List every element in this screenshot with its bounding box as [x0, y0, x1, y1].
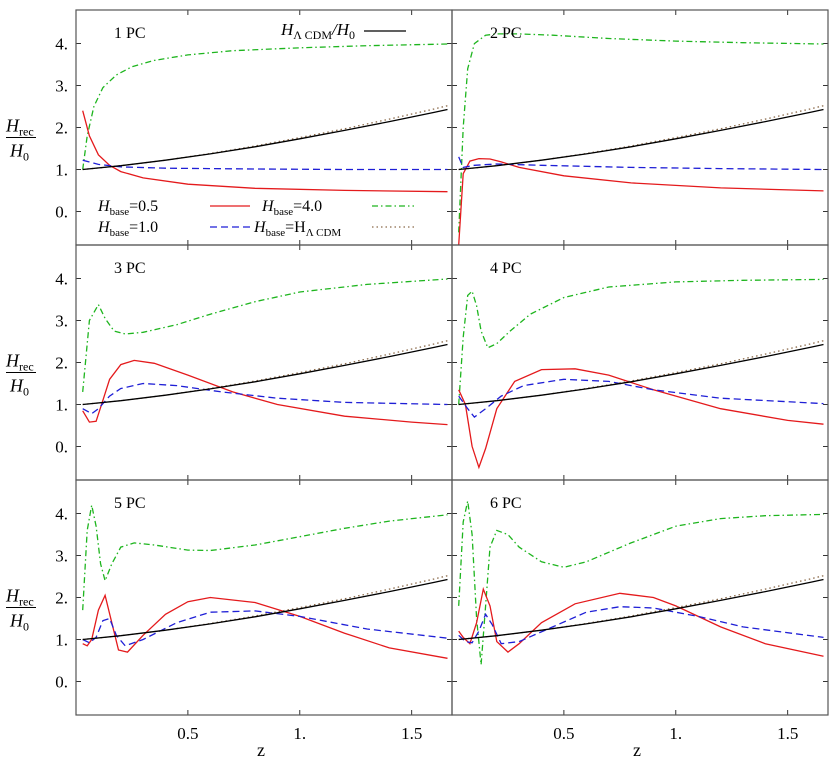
legend-label-hl: Hbase=HΛ CDM: [253, 219, 341, 239]
y-tick-label: 3.: [55, 77, 68, 96]
x-tick-label: 0.5: [553, 724, 574, 743]
x-axis-label: z: [257, 740, 265, 760]
y-tick-label: 3.: [55, 547, 68, 566]
legend-label-h10: Hbase=1.0: [97, 219, 158, 239]
series-line-h05: [458, 368, 824, 470]
panel-title: 6 PC: [490, 495, 522, 512]
y-tick-label: 2.: [55, 119, 68, 138]
series-line-lcdm: [458, 108, 824, 171]
y-label-numerator: Hrec: [5, 586, 34, 609]
series-group: [82, 43, 448, 193]
series-line-h05: [82, 110, 448, 193]
y-tick-label: 0.: [55, 202, 68, 221]
y-label-denominator: H0: [9, 611, 29, 634]
series-line-hl: [82, 340, 448, 406]
series-group: [458, 278, 824, 470]
legend-label-h05: Hbase=0.5: [97, 198, 158, 218]
y-tick-label: 4.: [55, 505, 68, 524]
y-label-numerator: Hrec: [5, 116, 34, 139]
series-line-h10: [82, 382, 448, 415]
series-line-h10: [458, 378, 824, 418]
panel-4: 4 PC: [451, 244, 829, 481]
series-line-h10: [82, 610, 448, 647]
series-line-h05: [458, 157, 824, 245]
legend-label-h40: Hbase=4.0: [261, 198, 322, 218]
panel-6: 0.5 1. 1.5 6 PC: [451, 479, 829, 743]
series-line-h10: [458, 606, 824, 645]
series-line-lcdm: [82, 343, 448, 406]
series-group: [82, 505, 448, 659]
panel-title: 1 PC: [114, 25, 146, 42]
series-group: [458, 33, 824, 245]
series-line-h40: [458, 500, 824, 665]
panel-frame: [451, 479, 829, 716]
series-line-lcdm: [458, 578, 824, 641]
series-line-lcdm: [458, 343, 824, 406]
series-line-hl: [458, 575, 824, 641]
panel-title: 2 PC: [490, 25, 522, 42]
x-axis-label: z: [633, 740, 641, 760]
panel-2: 2 PC: [451, 9, 829, 246]
x-tick-label: 1.: [293, 724, 306, 743]
x-tick-label: 1.: [669, 724, 682, 743]
y-label-denominator: H0: [9, 376, 29, 399]
series-line-hl: [82, 575, 448, 641]
y-tick-label: 4.: [55, 270, 68, 289]
series-line-h05: [82, 359, 448, 426]
panel-frame: [75, 479, 453, 716]
y-tick-label: 1.: [55, 160, 68, 179]
series-line-hl: [82, 105, 448, 171]
panel-title: 4 PC: [490, 260, 522, 277]
y-label-denominator: H0: [9, 141, 29, 164]
series-line-h40: [458, 278, 824, 405]
series-group: [458, 500, 824, 665]
series-line-h10: [458, 156, 824, 171]
x-tick-label: 0.5: [177, 724, 198, 743]
series-line-h40: [82, 505, 448, 611]
panel-frame: [75, 244, 453, 481]
panel-frame: [451, 9, 829, 246]
series-line-hl: [458, 105, 824, 171]
x-tick-label: 1.5: [777, 724, 798, 743]
y-tick-label: 1.: [55, 630, 68, 649]
y-tick-label: 0.: [55, 437, 68, 456]
y-tick-label: 2.: [55, 589, 68, 608]
series-line-h05: [82, 593, 448, 659]
series-line-h10: [82, 159, 448, 171]
panel-title: 5 PC: [114, 495, 146, 512]
y-tick-label: 0.: [55, 672, 68, 691]
series-line-h40: [82, 43, 448, 170]
x-tick-label: 1.5: [401, 724, 422, 743]
y-tick-label: 1.: [55, 395, 68, 414]
series-line-hl: [458, 340, 824, 406]
y-tick-label: 3.: [55, 312, 68, 331]
series-group: [82, 278, 448, 426]
y-tick-label: 4.: [55, 35, 68, 54]
series-line-lcdm: [82, 578, 448, 641]
series-line-h40: [82, 278, 448, 392]
panel-title: 3 PC: [114, 260, 146, 277]
y-tick-label: 2.: [55, 354, 68, 373]
series-line-h40: [458, 33, 824, 233]
series-line-h05: [458, 586, 824, 657]
legend-label-lcdm: HΛ CDM/H0: [280, 20, 355, 42]
series-line-lcdm: [82, 108, 448, 171]
y-label-numerator: Hrec: [5, 351, 34, 374]
